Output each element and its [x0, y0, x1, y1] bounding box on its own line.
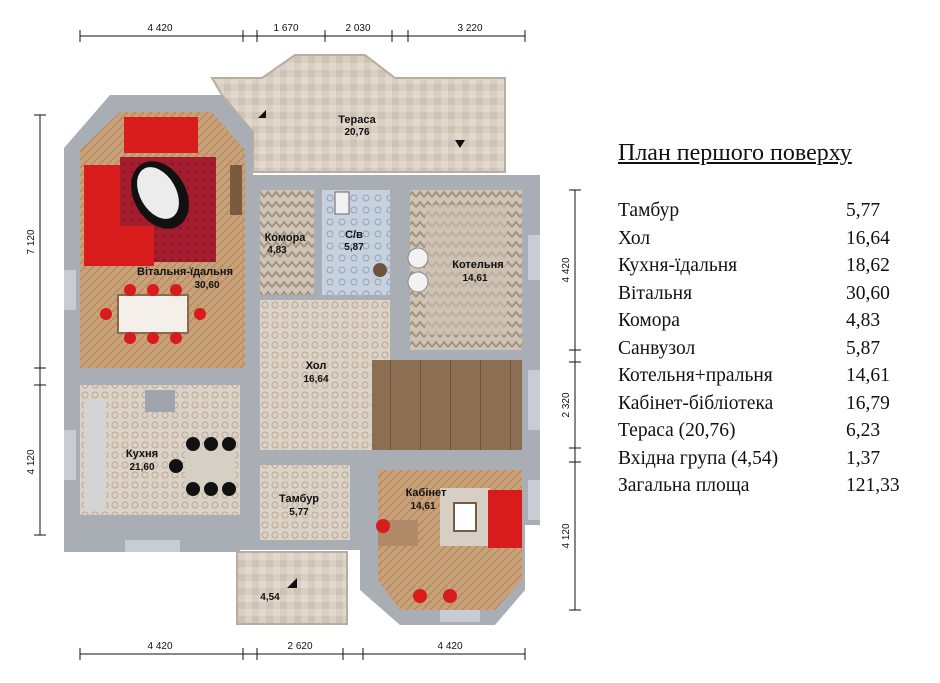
legend-row-value: 5,87 — [846, 337, 881, 359]
arrow-icon — [287, 578, 297, 588]
legend-row-name: Кабінет-бібліотека — [618, 392, 774, 414]
dim-bottom-3: 4 420 — [437, 641, 462, 652]
legend-row-value: 4,83 — [846, 310, 881, 331]
legend-row-value: 5,77 — [846, 200, 881, 221]
room-office-name: Кабінет — [406, 487, 447, 499]
legend-row-value: 16,64 — [846, 227, 890, 249]
legend-row-name: Котельня+пральня — [618, 365, 773, 386]
legend-row: Комора 4,83 — [618, 307, 916, 335]
room-boiler-area: 14,61 — [462, 273, 487, 284]
legend-row-value: 1,37 — [846, 447, 881, 469]
dim-right-3: 4 120 — [561, 523, 572, 548]
dim-top-3: 2 030 — [345, 23, 370, 34]
dim-top-4: 3 220 — [457, 23, 482, 34]
legend-row-name: Загальна площа — [618, 475, 750, 496]
legend-row-total: Загальна площа 121,33 — [618, 472, 916, 500]
room-living-area: 30,60 — [194, 280, 219, 291]
arrow-icon — [258, 110, 266, 118]
room-hall-area: 16,64 — [303, 374, 328, 385]
legend-row: Кухня-їдальня 18,62 — [618, 252, 916, 280]
legend-row-value: 18,62 — [846, 255, 890, 276]
legend-row-value: 16,79 — [846, 392, 890, 414]
legend-row-name: Вітальня — [618, 282, 693, 304]
room-living-name: Вітальня-їдальня — [137, 266, 233, 278]
legend-row-value: 30,60 — [846, 282, 890, 304]
legend-row-name: Кухня-їдальня — [618, 255, 738, 276]
legend-row: Вхідна група (4,54) 1,37 — [618, 445, 916, 473]
dim-left-2: 4 120 — [26, 449, 37, 474]
room-vestibule-area: 5,77 — [289, 507, 309, 518]
floor-plan: 4 420 1 670 2 030 3 220 4 420 2 620 4 42… — [26, 23, 581, 660]
room-office-area: 14,61 — [410, 501, 435, 512]
dim-right-2: 2 320 — [561, 392, 572, 417]
area-legend: План першого поверху Тамбур 5,77 Хол 16,64… — [618, 140, 938, 500]
room-terrace-area: 20,76 — [344, 127, 369, 138]
legend-row-name: Тераса (20,76) — [618, 420, 736, 441]
legend-row: Хол 16,64 — [618, 225, 916, 253]
legend-row-value: 14,61 — [846, 365, 890, 386]
dim-bottom-1: 4 420 — [147, 641, 172, 652]
room-vestibule-name: Тамбур — [279, 493, 319, 505]
legend-row-value: 6,23 — [846, 420, 881, 441]
legend-row-name: Тамбур — [618, 200, 680, 221]
room-hall-name: Хол — [306, 360, 327, 372]
legend-title: План першого поверху — [618, 140, 852, 166]
legend-row: Тамбур 5,77 — [618, 197, 916, 225]
legend-row: Котельня+пральня 14,61 — [618, 362, 916, 390]
legend-row-value: 121,33 — [846, 475, 900, 496]
legend-row-name: Вхідна група (4,54) — [618, 447, 779, 469]
legend-row-name: Санвузол — [618, 337, 696, 359]
room-porch-area: 4,54 — [260, 592, 280, 603]
legend-row-name: Комора — [618, 310, 680, 331]
legend-row: Вітальня 30,60 — [618, 280, 916, 308]
room-storage-area: 4,83 — [267, 245, 287, 256]
dim-top-1: 4 420 — [147, 23, 172, 34]
dim-left-1: 7 120 — [26, 229, 37, 254]
arrow-icon — [455, 140, 465, 148]
room-boiler-name: Котельня — [452, 259, 503, 271]
legend-row-name: Хол — [618, 227, 651, 249]
room-kitchen-name: Кухня — [126, 448, 158, 460]
dim-bottom-2: 2 620 — [287, 641, 312, 652]
legend-row: Санвузол 5,87 — [618, 335, 916, 363]
dim-right-1: 4 420 — [561, 257, 572, 282]
room-terrace-name: Тераса — [338, 114, 376, 126]
room-bathroom-area: 5,87 — [344, 242, 364, 253]
legend-row: Тераса (20,76) 6,23 — [618, 417, 916, 445]
room-kitchen-area: 21,60 — [129, 462, 154, 473]
dim-top-2: 1 670 — [273, 23, 298, 34]
room-bathroom-name: С/в — [345, 229, 363, 241]
legend-row: Кабінет-бібліотека 16,79 — [618, 390, 916, 418]
room-storage-name: Комора — [265, 232, 307, 244]
legend-table: Тамбур 5,77 Хол 16,64 Кухня-їдальня 18,62 В… — [618, 197, 938, 500]
